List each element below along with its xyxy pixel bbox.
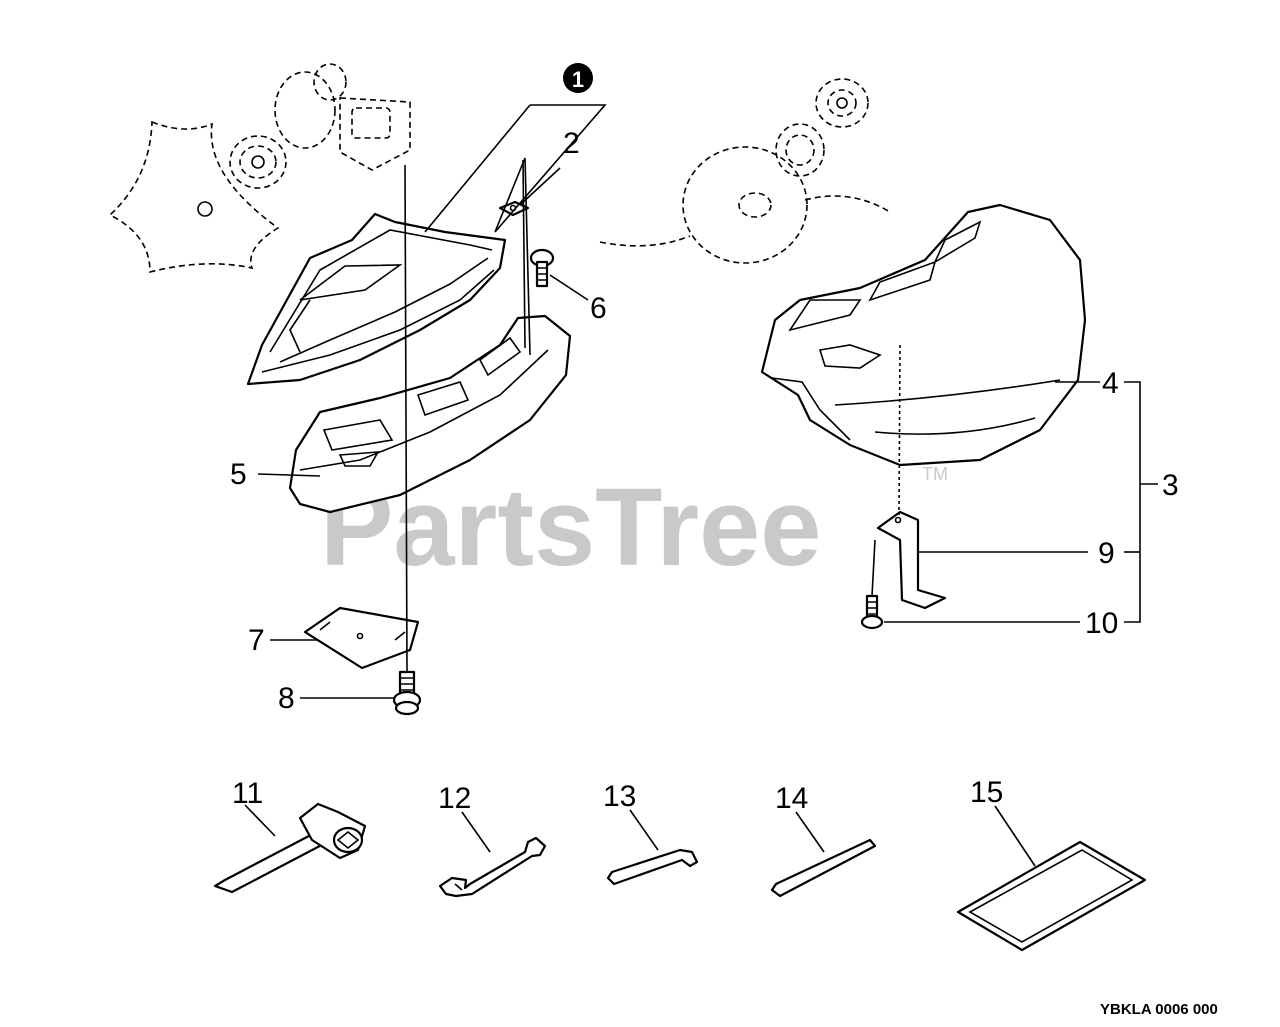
leader-callout-14 — [795, 811, 825, 853]
guard-right-part-4 — [760, 203, 1087, 467]
bracket-callout-3 — [1124, 381, 1141, 623]
callout-5: 5 — [230, 458, 247, 491]
callout-6: 6 — [590, 292, 607, 325]
ghost-blade — [108, 120, 280, 274]
ghost-line-head — [599, 78, 891, 264]
callout-8: 8 — [278, 682, 295, 715]
leader-callout-12 — [461, 811, 491, 853]
bolt-part-6 — [529, 248, 555, 288]
leader-callout-15 — [994, 805, 1036, 867]
leader-callout-2 — [519, 167, 561, 206]
callout-1: 1 — [572, 67, 584, 92]
watermark-tm: TM — [922, 464, 948, 484]
leader-callout-6 — [549, 274, 589, 301]
callout-7: 7 — [248, 624, 265, 657]
callout-15: 15 — [970, 776, 1003, 809]
callout-12: 12 — [438, 782, 471, 815]
ghost-gearhead — [274, 63, 411, 171]
axis-line-right — [898, 344, 901, 516]
leader-callout-13 — [629, 809, 659, 851]
bracket-part-9 — [876, 510, 947, 610]
callout-2: 2 — [563, 127, 580, 160]
callout-1-badge — [563, 63, 593, 93]
bag-part-15 — [956, 840, 1147, 952]
guard-lower — [288, 314, 572, 514]
callout-10: 10 — [1085, 607, 1118, 640]
hex-key-part-13 — [606, 848, 699, 886]
callout-3: 3 — [1162, 469, 1179, 502]
rod-part-14 — [770, 838, 877, 898]
callout-14: 14 — [775, 782, 808, 815]
axis-line-left — [404, 164, 408, 673]
open-wrench-part-12 — [438, 836, 547, 898]
callout-4: 4 — [1102, 367, 1119, 400]
leader-callout-5 — [257, 473, 321, 477]
bolt-part-8 — [392, 670, 422, 716]
plate-part-7 — [303, 606, 420, 670]
diagram-code: YBKLA 0006 000 — [1100, 1001, 1218, 1018]
callout-11: 11 — [232, 777, 263, 810]
leader-callout-1 — [494, 104, 607, 233]
leader-callout-11 — [244, 804, 276, 837]
guard-frame — [246, 212, 507, 386]
screw-part-10 — [860, 594, 884, 630]
callout-9: 9 — [1098, 537, 1115, 570]
callout-13: 13 — [603, 780, 636, 813]
socket-wrench-part-11 — [213, 802, 367, 894]
ghost-spool — [229, 135, 287, 189]
